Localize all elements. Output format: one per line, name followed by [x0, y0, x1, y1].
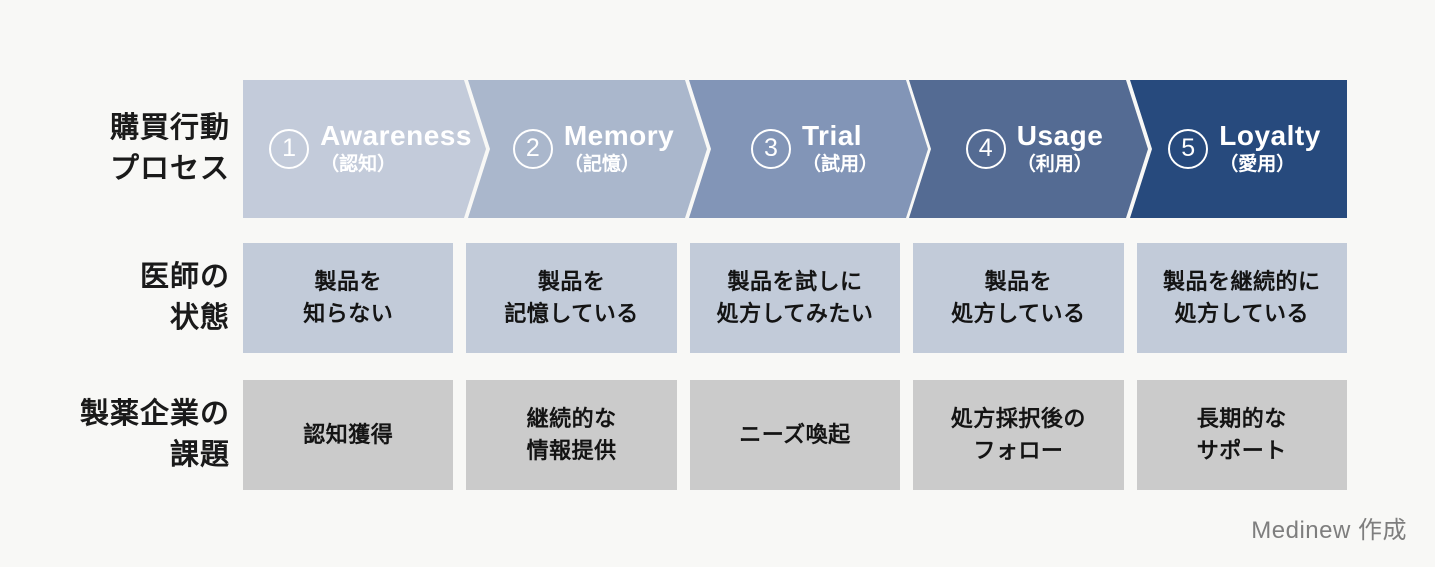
doctor-state-cell: 製品を 知らない: [243, 243, 454, 353]
stage-name-ja: （試用）: [801, 154, 878, 175]
row-label-doctor-state: 医師の 状態: [0, 243, 230, 353]
doctor-state-cell: 製品を継続的に 処方している: [1136, 243, 1347, 353]
row-label-line: 医師の: [139, 261, 230, 294]
cell-line: 記憶している: [504, 301, 639, 326]
doctor-state-cell: 製品を 処方している: [913, 243, 1124, 353]
stage-name-ja: （利用）: [1016, 154, 1093, 175]
stage-name-en: Awareness: [320, 120, 472, 152]
doctor-state-cell: 製品を 記憶している: [466, 243, 677, 353]
stage-content: 4 Usage （利用）: [954, 121, 1104, 177]
row-label-line: プロセス: [109, 153, 230, 185]
stage-name-ja: （記憶）: [563, 154, 640, 175]
row-label-line: 製薬企業の: [79, 398, 230, 431]
stage-content: 5 Loyalty （愛用）: [1156, 120, 1321, 177]
credit-text: Medinew 作成: [1251, 517, 1407, 544]
cell-line: サポート: [1196, 438, 1287, 463]
company-task-cell: 処方採択後の フォロー: [913, 380, 1124, 490]
stage-content: 2 Memory （記憶）: [501, 121, 674, 177]
cell-line: 知らない: [303, 301, 394, 326]
cell-line: 製品を試しに: [727, 269, 863, 295]
cell-line: 継続的な: [526, 406, 617, 432]
stage-title: Usage （利用）: [1017, 121, 1104, 177]
stage-number-circle: 2: [513, 129, 553, 169]
stage-name-ja: （愛用）: [1219, 154, 1296, 175]
stage-number-circle: 1: [269, 129, 309, 169]
stage-name-en: Loyalty: [1219, 120, 1321, 152]
cell-line: 認知獲得: [303, 422, 394, 448]
stage-title: Loyalty （愛用）: [1219, 120, 1321, 177]
stage-title: Trial （試用）: [802, 121, 878, 177]
stage-number-circle: 5: [1168, 129, 1209, 169]
stage-content: 1 Awareness （認知）: [257, 121, 472, 177]
stage-memory: 2 Memory （記憶）: [468, 80, 707, 218]
stage-name-en: Usage: [1016, 120, 1104, 152]
cell-line: ニーズ喚起: [739, 422, 851, 448]
row-label-process: 購買行動 プロセス: [0, 80, 230, 218]
stage-trial: 3 Trial （試用）: [689, 80, 928, 218]
cell-line: 製品を: [314, 269, 382, 295]
doctor-state-cell: 製品を試しに 処方してみたい: [689, 243, 901, 353]
company-task-cell: 長期的な サポート: [1136, 380, 1347, 490]
row-label-line: 購買行動: [109, 112, 230, 145]
doctor-state-row: 製品を 知らない 製品を 記憶している 製品を試しに 処方してみたい 製品を 処…: [243, 243, 1347, 353]
process-band: 1 Awareness （認知） 2 Memory （記憶） 3 Trial （…: [243, 80, 1347, 218]
stage-name-en: Trial: [801, 120, 863, 152]
row-label-line: 状態: [169, 302, 230, 334]
company-task-cell: ニーズ喚起: [689, 380, 901, 490]
stage-number-circle: 4: [966, 129, 1006, 169]
row-label-company-task: 製薬企業の 課題: [0, 380, 230, 490]
cell-line: 製品を: [537, 269, 606, 295]
cell-line: 情報提供: [526, 438, 617, 463]
stage-name-ja: （認知）: [320, 154, 397, 175]
row-label-line: 課題: [169, 439, 230, 471]
cell-line: 処方採択後の: [950, 406, 1086, 432]
stage-title: Memory （記憶）: [564, 121, 674, 177]
stage-title: Awareness （認知）: [320, 121, 472, 177]
company-task-cell: 継続的な 情報提供: [466, 380, 677, 490]
company-task-row: 認知獲得 継続的な 情報提供 ニーズ喚起 処方採択後の フォロー 長期的な サポ…: [243, 380, 1347, 490]
stage-content: 3 Trial （試用）: [739, 121, 878, 177]
cell-line: 処方している: [951, 301, 1086, 326]
company-task-cell: 認知獲得: [243, 380, 454, 490]
cell-line: 処方してみたい: [716, 301, 874, 326]
cell-line: 製品を継続的に: [1163, 269, 1321, 295]
cell-line: 製品を: [984, 269, 1053, 295]
cell-line: フォロー: [973, 438, 1064, 463]
cell-line: 処方している: [1174, 301, 1309, 326]
stage-number-circle: 3: [751, 129, 791, 169]
stage-awareness: 1 Awareness （認知）: [243, 80, 486, 218]
stage-usage: 4 Usage （利用）: [909, 80, 1148, 218]
stage-loyalty: 5 Loyalty （愛用）: [1130, 80, 1347, 218]
stage-name-en: Memory: [563, 120, 675, 152]
cell-line: 長期的な: [1196, 406, 1287, 432]
